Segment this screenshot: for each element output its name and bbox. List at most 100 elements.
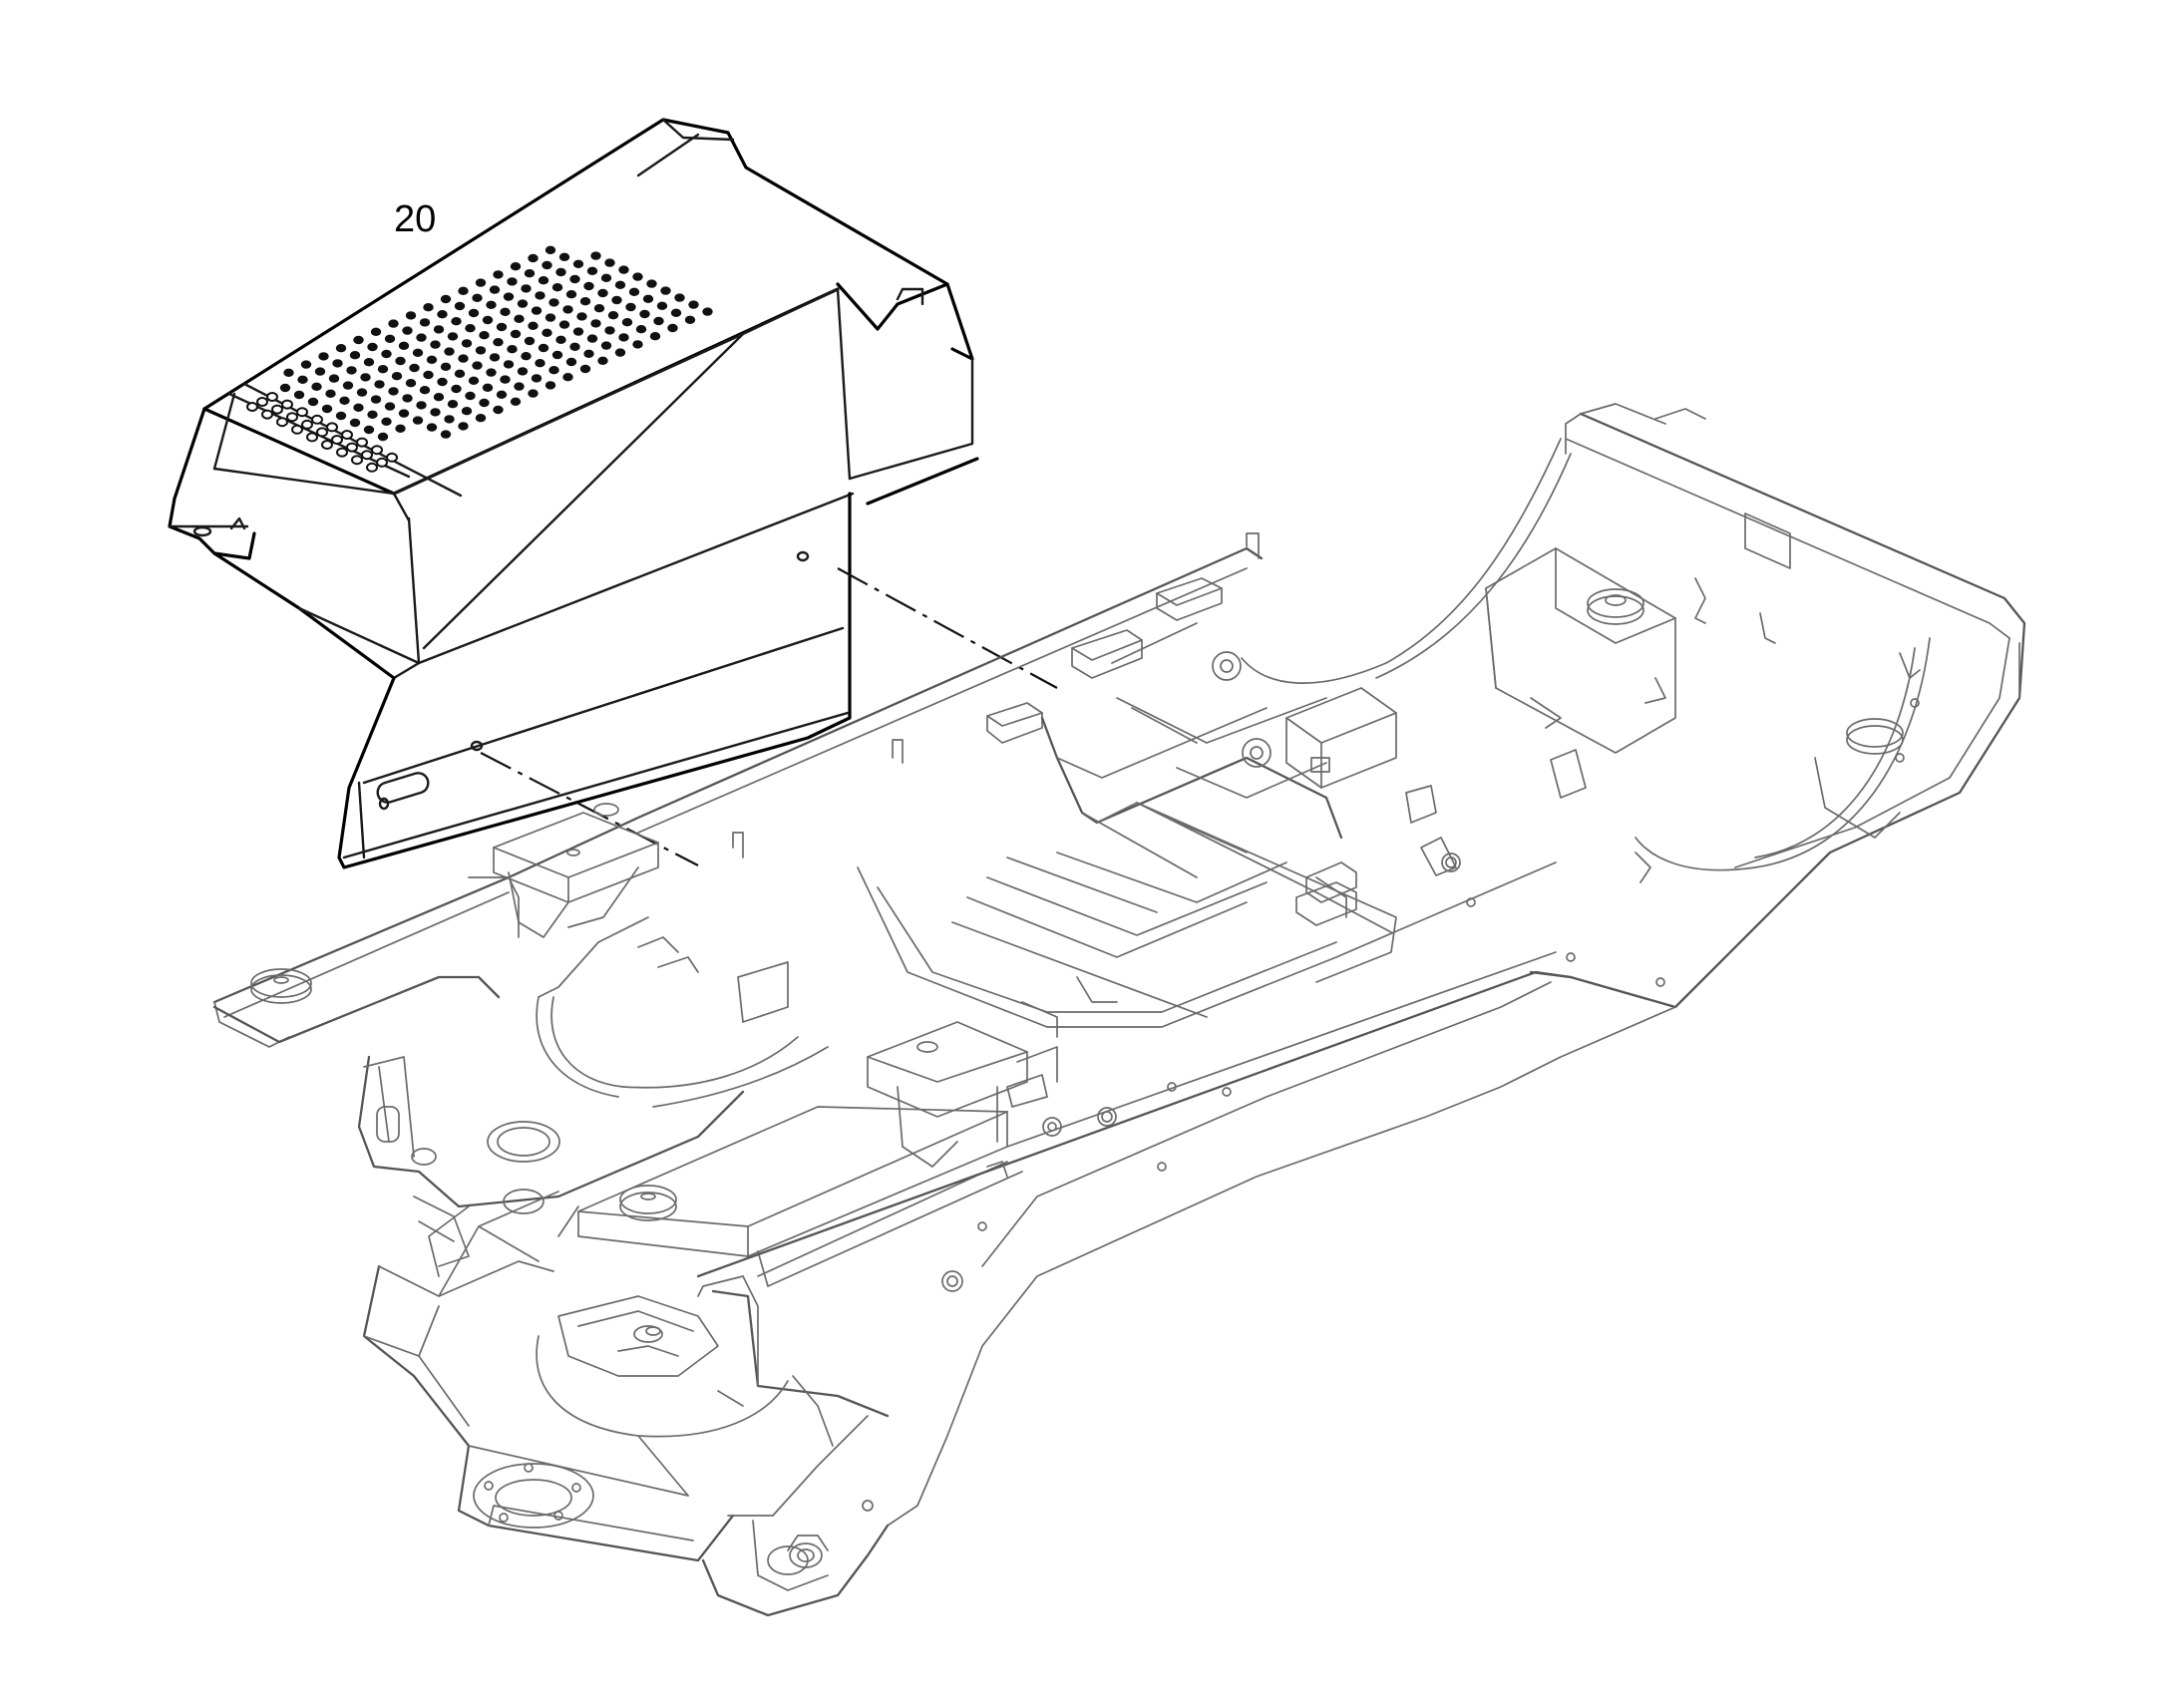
vent-hole <box>604 258 615 267</box>
vent-hole <box>565 357 577 367</box>
vent-hole <box>479 331 490 340</box>
vent-hole <box>635 325 647 334</box>
vent-hole <box>297 375 308 384</box>
vent-hole <box>614 348 626 357</box>
vent-hole-outlined <box>306 432 318 443</box>
vent-hole <box>667 323 678 333</box>
vent-hole <box>562 305 573 314</box>
vent-hole <box>412 416 424 425</box>
vent-hole <box>335 411 347 421</box>
vent-hole <box>600 341 612 350</box>
vent-hole <box>416 401 427 410</box>
vent-hole <box>489 285 501 294</box>
vent-hole-outlined <box>316 427 328 438</box>
vent-hole <box>444 347 455 356</box>
vent-hole <box>517 299 529 308</box>
vent-hole <box>507 345 518 354</box>
vent-hole <box>426 423 438 432</box>
vent-hole <box>521 352 532 361</box>
vent-hole <box>503 360 515 369</box>
vent-hole <box>545 245 556 254</box>
vent-hole <box>384 402 396 411</box>
vent-hole-outlined <box>341 430 353 440</box>
vent-hole <box>649 332 661 341</box>
vent-hole <box>416 333 427 342</box>
upper-frame <box>212 403 2026 1617</box>
vent-hole <box>656 301 668 310</box>
vent-hole-outlined <box>311 414 323 425</box>
vent-hole <box>300 360 312 369</box>
vent-hole <box>482 315 494 325</box>
vent-hole <box>388 387 399 396</box>
vent-hole <box>472 293 483 302</box>
vent-hole <box>604 326 615 335</box>
vent-hole <box>346 366 357 375</box>
vent-hole-outlined <box>276 417 288 428</box>
vent-hole <box>600 273 612 282</box>
vent-hole <box>381 349 392 359</box>
vent-hole <box>642 294 654 303</box>
vent-hole <box>437 377 448 387</box>
vent-hole <box>531 306 543 315</box>
vent-hole <box>398 409 410 418</box>
vent-hole <box>653 316 664 326</box>
vent-hole <box>538 276 549 285</box>
vent-hole <box>528 253 539 263</box>
vent-hole <box>279 383 291 393</box>
vent-hole <box>607 311 619 320</box>
vent-hole <box>391 372 403 381</box>
vent-hole <box>510 397 522 406</box>
vent-hole <box>325 389 336 398</box>
vent-hole <box>475 414 487 423</box>
vent-hole <box>318 352 329 361</box>
vent-hole <box>528 389 539 398</box>
vent-hole <box>670 308 682 317</box>
vent-hole <box>395 424 406 433</box>
vent-hole <box>405 311 417 320</box>
vent-hole <box>472 361 483 370</box>
vent-hole <box>468 376 480 385</box>
vent-hole <box>370 395 382 404</box>
vent-hole <box>430 408 441 417</box>
vent-hole-outlined <box>301 419 313 430</box>
vent-hole <box>349 351 361 360</box>
vent-hole <box>597 356 608 365</box>
vent-hole <box>353 335 364 345</box>
vent-hole <box>349 418 361 428</box>
vent-hole <box>538 343 549 353</box>
vent-hole <box>468 308 480 318</box>
vent-hole <box>542 260 552 270</box>
vent-hole <box>465 324 476 333</box>
vent-hole <box>528 321 539 330</box>
vent-hole-outlined <box>321 440 333 450</box>
vent-hole <box>551 283 563 292</box>
vent-hole <box>335 344 347 353</box>
vent-hole <box>430 340 441 349</box>
vent-hole <box>572 259 584 268</box>
vent-hole <box>433 325 445 334</box>
vent-hole <box>493 405 504 415</box>
vent-hole <box>625 302 636 312</box>
vent-hole <box>398 341 410 350</box>
vent-hole-outlined <box>331 435 343 445</box>
vent-hole <box>524 269 536 278</box>
vent-hole <box>423 303 434 312</box>
vent-hole <box>412 348 424 357</box>
vent-hole <box>360 373 371 382</box>
vent-hole <box>451 317 462 326</box>
vent-hole <box>405 379 417 388</box>
vent-hole <box>440 362 452 371</box>
vent-hole <box>419 318 431 327</box>
vent-hole <box>514 314 525 323</box>
vent-hole-outlined <box>346 442 358 453</box>
vent-hole <box>535 359 545 368</box>
vent-hole <box>535 291 545 300</box>
vent-hole-outlined <box>326 422 338 433</box>
vent-hole <box>356 388 368 397</box>
vent-hole-outlined <box>286 412 298 423</box>
vent-hole <box>597 288 608 298</box>
vent-hole <box>426 355 438 364</box>
vent-hole <box>545 313 556 322</box>
vent-hole <box>555 335 566 344</box>
